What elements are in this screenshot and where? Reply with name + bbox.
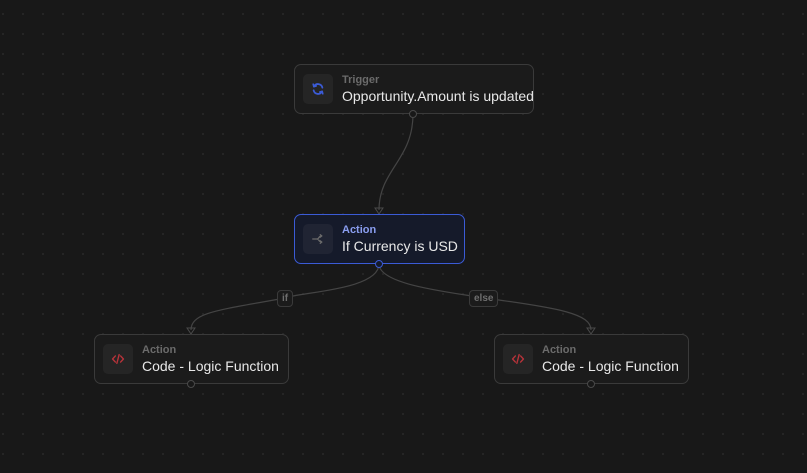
code-icon	[111, 353, 125, 365]
node-type-label: Action	[142, 343, 177, 356]
node-type-label: Action	[342, 223, 377, 236]
code-node-if-branch[interactable]: Action Code - Logic Function	[94, 334, 289, 384]
edge-label-else[interactable]: else	[469, 290, 499, 307]
node-title: If Currency is USD	[342, 237, 458, 254]
branch-icon	[312, 234, 323, 244]
edge-label-if[interactable]: if	[277, 290, 294, 307]
trigger-node[interactable]: Trigger Opportunity.Amount is updated	[294, 64, 534, 114]
trigger-output-handle[interactable]	[409, 110, 417, 118]
node-type-label: Action	[542, 343, 577, 356]
code-icon-box	[503, 344, 533, 374]
node-title: Code - Logic Function	[542, 357, 679, 374]
node-title: Code - Logic Function	[142, 357, 279, 374]
condition-node[interactable]: Action If Currency is USD	[294, 214, 465, 264]
node-type-label: Trigger	[342, 73, 380, 86]
condition-icon-box	[303, 224, 333, 254]
trigger-icon-box	[303, 74, 333, 104]
code-else-output-handle[interactable]	[587, 380, 595, 388]
code-icon-box	[103, 344, 133, 374]
refresh-icon	[312, 83, 324, 95]
code-icon	[511, 353, 525, 365]
code-node-else-branch[interactable]: Action Code - Logic Function	[494, 334, 689, 384]
edge-trigger-to-condition	[378, 113, 414, 211]
node-title: Opportunity.Amount is updated	[342, 87, 533, 104]
condition-output-handle[interactable]	[375, 260, 383, 268]
code-if-output-handle[interactable]	[187, 380, 195, 388]
